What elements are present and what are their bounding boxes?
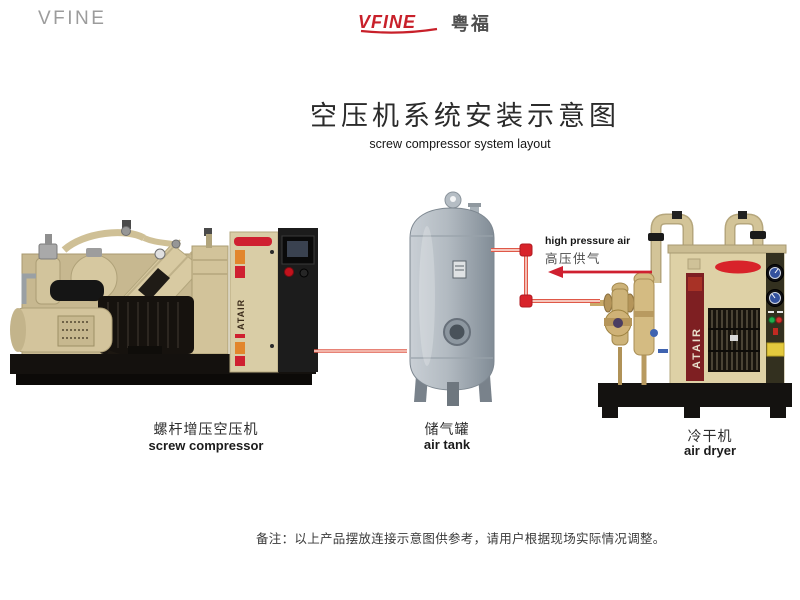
tank-label-en: air tank: [423, 437, 471, 452]
footer-note: 备注：以上产品摆放连接示意图供参考，请用户根据现场实际情况调整。: [256, 532, 666, 546]
compressor-badge-text: ATAIR: [236, 299, 246, 330]
compressor-display-panel: [281, 235, 315, 265]
page-subtitle: screw compressor system layout: [369, 137, 551, 151]
dryer-logo-badge: [715, 260, 761, 274]
dryer-control-panel: [766, 253, 785, 385]
tank-nozzle: [470, 205, 479, 215]
tank-leg: [447, 382, 459, 406]
compressor-image: ATAIR: [8, 218, 320, 390]
warning-label: [766, 342, 785, 357]
dryer-label-en: air dryer: [683, 443, 737, 458]
air-tank-image: [403, 186, 503, 408]
dryer-cabinet: ATAIR: [667, 244, 787, 386]
dryer-grille: [708, 308, 760, 372]
tank-nameplate: [452, 260, 467, 279]
valve-handle: [650, 329, 658, 337]
tank-label-zh: 储气罐: [424, 423, 470, 438]
tank-shell: [409, 207, 495, 391]
compressor-red-stripe: [234, 237, 272, 246]
watermark-logo: VFINE: [38, 8, 107, 29]
emergency-stop-button: [284, 267, 294, 277]
page-title: 空压机系统安装示意图: [310, 101, 620, 131]
compressor-label-zh: 螺杆增压空压机: [153, 423, 259, 438]
compressor-control-cabinet: ATAIR: [229, 228, 318, 373]
compressor-body: [10, 220, 229, 363]
brand-logo-text: VFINE: [358, 12, 416, 32]
dryer-badge-text: ATAIR: [691, 327, 703, 369]
compressor-brand-stripe: ATAIR: [235, 250, 246, 366]
compressor-label-en: screw compressor: [148, 438, 264, 453]
brand-logo-icon: VFINE: [358, 12, 438, 34]
power-switch: [773, 328, 778, 335]
flow-annotation-en: high pressure air: [545, 235, 631, 247]
dryer-base: [598, 383, 792, 418]
dryer-top-pipes: [648, 211, 766, 283]
valve-handle: [658, 349, 668, 353]
brand-logo: VFINE 粤福: [357, 10, 491, 36]
brand-name-cn: 粤福: [451, 14, 491, 34]
control-knob: [299, 268, 309, 278]
tank-manhole: [443, 318, 471, 346]
tank-lifting-lug: [444, 191, 462, 209]
indicator-light-red: [775, 316, 783, 324]
dryer-filter-assembly: [590, 271, 668, 385]
brand-swoosh: [360, 27, 438, 34]
indicator-light-green: [768, 316, 776, 324]
dryer-label-zh: 冷干机: [687, 430, 733, 445]
dryer-brand-stripe: ATAIR: [686, 273, 704, 381]
air-dryer-image: ATAIR: [588, 203, 800, 421]
flow-annotation-zh: 高压供气: [545, 252, 602, 266]
